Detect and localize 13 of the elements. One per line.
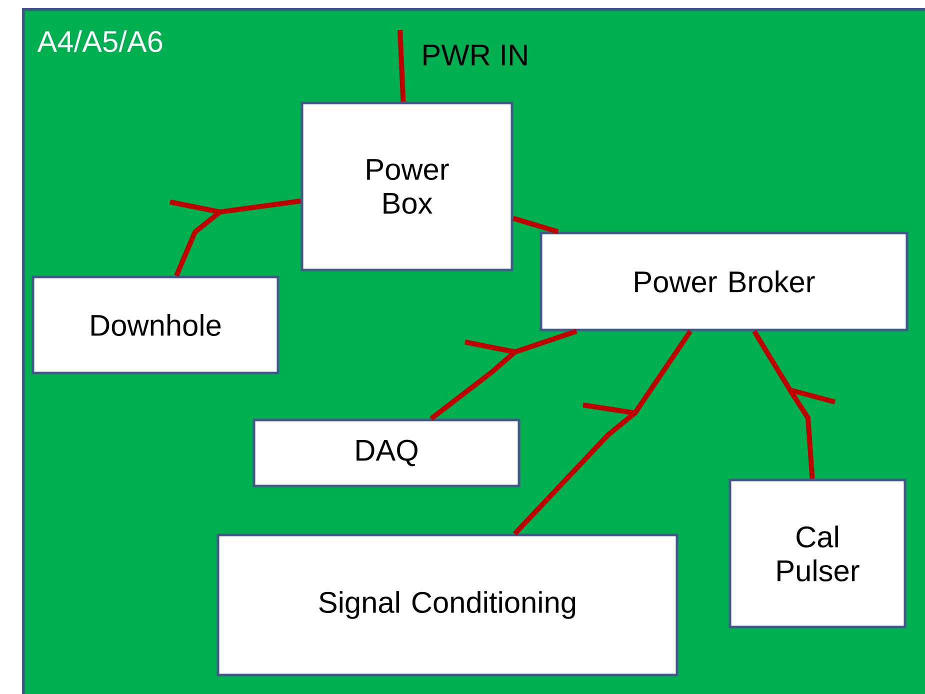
cable [174, 198, 302, 277]
cable [752, 330, 815, 479]
cable [512, 216, 559, 234]
component-box: Downhole [32, 276, 280, 374]
cable [398, 30, 406, 102]
cable [430, 328, 578, 421]
cable-label: PWR IN [420, 44, 530, 66]
cable [512, 330, 692, 536]
component-box: DAQ [252, 418, 520, 488]
component-box: Signal Conditioning [216, 534, 678, 676]
component-box: Cal Pulser [728, 478, 906, 628]
component-box: Power Broker [540, 232, 908, 332]
component-box: Power Box [300, 102, 514, 272]
